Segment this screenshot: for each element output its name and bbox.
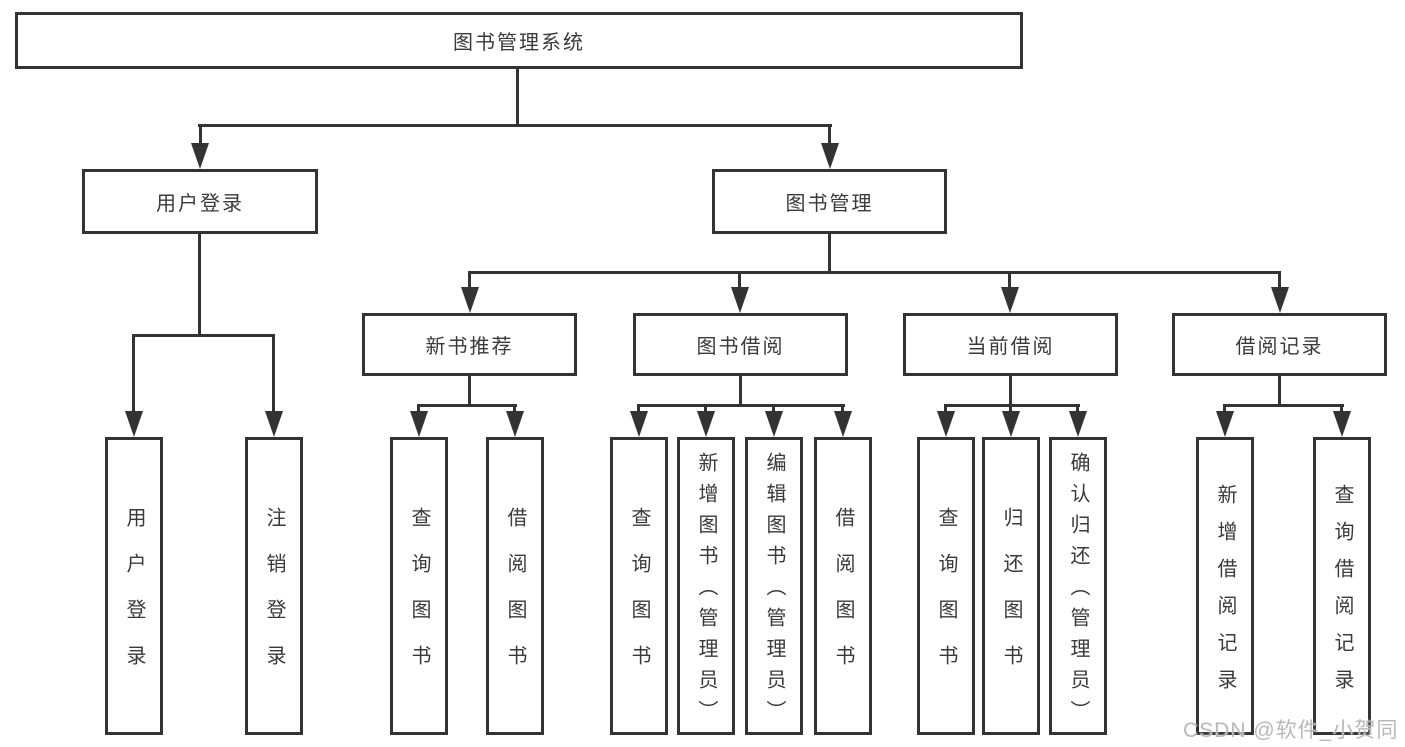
node-label: 新书推荐 xyxy=(425,336,514,358)
arrow-down-icon xyxy=(1002,411,1020,437)
connector xyxy=(944,404,1080,407)
arrow-down-icon xyxy=(1001,287,1019,313)
arrow-down-icon xyxy=(821,143,839,169)
leaf-user-login: 用户登录 xyxy=(105,437,163,735)
arrow-down-icon xyxy=(1069,411,1087,437)
arrow-down-icon xyxy=(506,411,524,437)
leaf-borrow-books-recommend: 借阅图书 xyxy=(486,437,544,735)
arrow-down-icon xyxy=(461,287,479,313)
connector xyxy=(1008,271,1011,292)
connector xyxy=(1009,375,1012,406)
connector xyxy=(272,334,275,414)
node-label: 查询图书 xyxy=(408,507,430,691)
arrow-down-icon xyxy=(410,411,428,437)
leaf-borrow-books-borrowing: 借阅图书 xyxy=(814,437,872,735)
node-label: 确认归还（管理员） xyxy=(1067,452,1089,731)
connector xyxy=(828,124,831,145)
leaf-query-borrow-record: 查询借阅记录 xyxy=(1313,437,1371,735)
node-label: 用户登录 xyxy=(123,507,145,691)
connector xyxy=(739,375,742,406)
arrow-down-icon xyxy=(765,411,783,437)
leaf-query-books-borrowing: 查询图书 xyxy=(610,437,668,735)
node-label: 注销登录 xyxy=(263,507,285,691)
node-book-borrowing: 图书借阅 xyxy=(633,313,848,376)
connector xyxy=(516,69,519,125)
arrow-down-icon xyxy=(1333,411,1351,437)
node-label: 新增借阅记录 xyxy=(1214,483,1236,706)
arrow-down-icon xyxy=(630,411,648,437)
leaf-add-borrow-record: 新增借阅记录 xyxy=(1196,437,1254,735)
node-label: 借阅记录 xyxy=(1235,336,1324,358)
connector xyxy=(198,233,201,335)
node-library-system: 图书管理系统 xyxy=(15,12,1023,69)
node-label: 借阅图书 xyxy=(832,507,854,691)
leaf-add-book-admin: 新增图书（管理员） xyxy=(677,437,735,735)
arrow-down-icon xyxy=(697,411,715,437)
connector xyxy=(198,124,832,127)
leaf-return-book: 归还图书 xyxy=(982,437,1040,735)
connector xyxy=(828,233,831,273)
connector xyxy=(468,271,471,292)
node-label: 用户登录 xyxy=(156,193,244,215)
node-label: 图书管理 xyxy=(785,193,874,215)
node-label: 查询图书 xyxy=(628,507,650,691)
connector xyxy=(738,271,741,292)
leaf-logout: 注销登录 xyxy=(245,437,303,735)
csdn-watermark: CSDN @软件_小贺同学 xyxy=(1183,719,1399,742)
connector xyxy=(637,404,845,407)
leaf-query-books-current: 查询图书 xyxy=(917,437,975,735)
node-label: 编辑图书（管理员） xyxy=(763,452,785,731)
node-borrowing-records: 借阅记录 xyxy=(1172,313,1387,376)
node-label: 查询借阅记录 xyxy=(1331,483,1353,706)
arrow-down-icon xyxy=(937,411,955,437)
node-label: 归还图书 xyxy=(1000,507,1022,691)
node-new-book-recommend: 新书推荐 xyxy=(362,313,577,376)
node-current-borrowing: 当前借阅 xyxy=(903,313,1118,376)
node-label: 图书借阅 xyxy=(696,336,785,358)
node-label: 新增图书（管理员） xyxy=(695,452,717,731)
arrow-down-icon xyxy=(265,411,283,437)
connector xyxy=(199,124,202,145)
arrow-down-icon xyxy=(191,143,209,169)
connector xyxy=(468,271,1281,274)
arrow-down-icon xyxy=(1216,411,1234,437)
leaf-query-books-recommend: 查询图书 xyxy=(390,437,448,735)
connector xyxy=(417,404,517,407)
connector xyxy=(1278,271,1281,292)
connector xyxy=(132,334,135,414)
connector xyxy=(468,375,471,406)
node-label: 图书管理系统 xyxy=(453,32,585,54)
node-book-management: 图书管理 xyxy=(712,169,947,234)
arrow-down-icon xyxy=(731,287,749,313)
node-label: 当前借阅 xyxy=(966,336,1055,358)
connector xyxy=(1223,404,1344,407)
connector xyxy=(1278,375,1281,406)
arrow-down-icon xyxy=(1271,287,1289,313)
arrow-down-icon xyxy=(834,411,852,437)
connector xyxy=(132,334,275,337)
arrow-down-icon xyxy=(125,411,143,437)
node-user-login: 用户登录 xyxy=(82,169,318,234)
leaf-confirm-return-admin: 确认归还（管理员） xyxy=(1049,437,1107,735)
node-label: 借阅图书 xyxy=(504,507,526,691)
node-label: 查询图书 xyxy=(935,507,957,691)
leaf-edit-book-admin: 编辑图书（管理员） xyxy=(745,437,803,735)
